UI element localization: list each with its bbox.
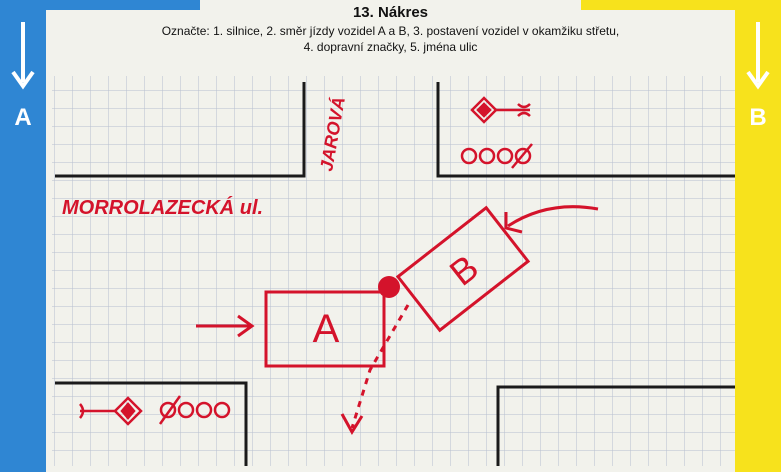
right-band: B	[735, 0, 781, 472]
trajectory-dotted	[350, 304, 410, 429]
down-arrow-icon	[11, 22, 35, 90]
priority-sign-icon	[470, 96, 498, 124]
vehicle-a-label: A	[313, 307, 340, 351]
priority-sign-icon	[113, 396, 143, 426]
direction-arrow-a	[196, 314, 255, 338]
down-arrow-icon	[746, 22, 770, 90]
priority-sign-icon-inner	[476, 102, 492, 118]
road-outline	[55, 82, 735, 466]
instructions-line2: 4. dopravní značky, 5. jména ulic	[303, 40, 478, 54]
vehicle-a: A	[264, 290, 386, 368]
circle-icon	[514, 147, 532, 165]
left-band-top	[0, 0, 200, 10]
circle-icon	[177, 401, 195, 419]
band-label-a: A	[14, 104, 32, 131]
circle-icon	[478, 147, 496, 165]
grid-area	[52, 76, 735, 466]
page-title: 13. Nákres	[352, 4, 429, 21]
circle-icon	[213, 401, 231, 419]
trajectory-arrowhead	[340, 413, 364, 435]
circle-icon	[195, 401, 213, 419]
priority-sign-icon-inner	[120, 402, 136, 420]
traffic-signs-bottom	[79, 395, 231, 426]
street-label-horizontal: MORROLAZECKÁ ul.	[62, 196, 263, 219]
band-label-b: B	[749, 104, 767, 131]
right-band-top	[581, 0, 781, 10]
circle-icon	[460, 147, 478, 165]
circle-icon	[496, 147, 514, 165]
instructions-line1: Označte: 1. silnice, 2. směr jízdy vozid…	[161, 24, 620, 38]
direction-arrow-b	[504, 205, 599, 234]
traffic-signs-top	[460, 96, 533, 169]
circle-icon	[159, 401, 177, 419]
header: 13. Nákres Označte: 1. silnice, 2. směr …	[46, 4, 735, 54]
left-band: A	[0, 0, 46, 472]
collision-point	[378, 276, 400, 298]
